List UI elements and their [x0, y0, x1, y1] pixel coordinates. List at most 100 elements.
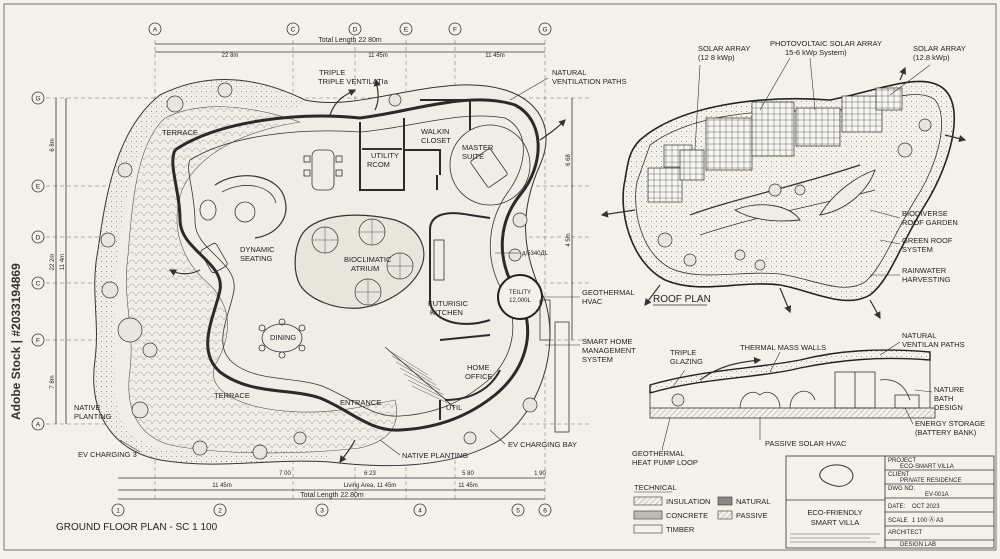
svg-text:Total Length 22 80m: Total Length 22 80m [318, 37, 382, 44]
ground-floor-plan: TERRACE TRIPLE VENTILATIа TRIPLE UTILITY… [56, 68, 636, 533]
svg-text:7 8m: 7 8m [50, 375, 56, 388]
callout-smart-home-3: SYSTEM [582, 355, 613, 364]
label-teility-1: TEILITY [509, 290, 531, 296]
section-energy-1: ENERGY STORAGE [915, 419, 985, 428]
svg-text:3: 3 [320, 508, 324, 515]
callout-native-left-2: PLANTING [74, 412, 112, 421]
legend-swatch-timber [633, 524, 663, 534]
roof-green-2: SYSTEM [902, 245, 933, 254]
label-dynamic-2: SEATING [240, 254, 273, 263]
svg-text:G: G [542, 27, 547, 34]
svg-text:6 8m: 6 8m [50, 138, 56, 151]
label-terrace-top: TERRACE [162, 128, 198, 137]
grid-bubbles-left: G E D C F A [31, 91, 45, 431]
tb-architect: DESIGN LAB [900, 542, 936, 548]
section-triple-1: TRIPLE [670, 348, 696, 357]
svg-text:F: F [453, 27, 457, 34]
svg-text:11 45m: 11 45m [458, 483, 478, 489]
tb-project: ECO-SMART VILLA [900, 464, 954, 470]
legend-title: TECHNICAL [634, 483, 677, 492]
svg-text:E: E [404, 27, 409, 34]
staircase [384, 346, 456, 409]
utility-walls [359, 99, 471, 191]
svg-text:G: G [35, 96, 40, 103]
callout-ev-charging-3: EV CHARGING 3 [78, 450, 137, 459]
svg-text:11 45m: 11 45m [368, 53, 388, 59]
callout-native-left-1: NATIVE [74, 403, 101, 412]
svg-text:4: 4 [418, 508, 422, 515]
tb-client-label: CLIENT [888, 472, 910, 478]
roof-solar-left-1: SOLAR ARRAY [698, 44, 750, 53]
callout-smart-home-1: SMART HOME [582, 337, 633, 346]
label-master-2: SUITE [462, 152, 484, 161]
tb-architect-label: ARCHITECT [888, 530, 923, 536]
technical-legend: TECHNICAL INSULATION CONCRETE TIMBER NAT… [633, 483, 770, 534]
terrace-decking [126, 106, 397, 454]
section-geo-loop-1: GEOTHERMAL [632, 449, 685, 458]
label-entrance: ENTRANCE [340, 398, 381, 407]
exterior-wall [171, 98, 540, 432]
building-section: TRIPLE GLAZING THERMAL MASS WALLS NATURA… [632, 331, 985, 467]
ev-charging-bay-slot [554, 321, 570, 433]
svg-text:11 45m: 11 45m [212, 483, 232, 489]
label-atrium-2: ATRIUM [351, 264, 379, 273]
svg-text:1: 1 [116, 508, 120, 515]
section-nature-1: NATURE [934, 385, 964, 394]
label-walkin-2: CLOSET [421, 136, 451, 145]
svg-text:C: C [36, 281, 41, 288]
label-master-1: MАSTER [462, 143, 494, 152]
svg-text:Total Length 22.80m: Total Length 22.80m [300, 492, 364, 499]
perimeter-plants [100, 82, 538, 460]
grid-bubbles-top: A C D E F G [148, 22, 552, 36]
master-suite-round [449, 124, 531, 206]
svg-text:5: 5 [516, 508, 520, 515]
roof-plan: SOLAR ARRAY (12 8 kWp) PHOTOVOLTAIC SOLA… [600, 39, 967, 320]
roof-solar-right-1: SOLAR АRRAY [913, 44, 966, 53]
svg-text:2: 2 [218, 508, 222, 515]
label-utility-2: RСOM [367, 160, 390, 169]
label-triple: TRIPLE [319, 68, 345, 77]
svg-text:22 2m: 22 2m [50, 254, 56, 271]
callout-natural-vent-2: VENTILATION PATHS [552, 77, 627, 86]
callout-geothermal-1: GEOTHERMAL [582, 288, 635, 297]
callout-native-planting: NATIVE PLANTING [402, 451, 468, 460]
section-nature-2: BATH [934, 394, 953, 403]
atrium-trees [311, 218, 414, 306]
legend-swatch-insulation [633, 496, 663, 506]
label-office-2: OFFICE [465, 372, 493, 381]
master-bed [470, 148, 508, 188]
roof-solar-right-2: (12.8 kWp) [913, 53, 950, 62]
section-nat-vent-1: NATURAL [902, 331, 936, 340]
roof-plan-title: ROOF PLAN [653, 294, 711, 305]
label-triple-ventilation: TRIPLE VENTILATIа [318, 77, 389, 86]
section-nat-vent-2: VENTILAN PATHS [902, 340, 965, 349]
svg-text:6: 6 [543, 508, 547, 515]
svg-text:22 8m: 22 8m [222, 53, 239, 59]
legend-swatch-passive [717, 510, 733, 520]
legend-natural: NATURAL [736, 497, 770, 506]
tb-scale: 1 100 Ⓐ A3 [912, 516, 944, 524]
svg-text:4 5m: 4 5m [566, 233, 572, 246]
tb-name-2: SMART VILLA [811, 518, 860, 527]
tb-dwg-label: DWG NO. [888, 486, 915, 492]
tb-name-1: ECO-FRIENDLY [807, 508, 862, 517]
section-passive-solar: PASSIVE SOLAR HVAC [765, 439, 847, 448]
teility-cistern [497, 274, 543, 320]
label-office-1: HOME [467, 363, 490, 372]
svg-text:7 00: 7 00 [279, 471, 291, 477]
roof-rainwater-2: HARVESTING [902, 275, 951, 284]
callout-geothermal-2: HVAC [582, 297, 603, 306]
label-dynamic-1: DYNAMIC [240, 245, 275, 254]
callout-smart-home-2: MANAGEMENT [582, 346, 636, 355]
roof-pv-1: PHOTOVOLTAIC SOLAR ARRAY [770, 39, 882, 48]
svg-text:E: E [36, 184, 41, 191]
watermark-side-text: Adobe Stock | #2033194869 [9, 263, 23, 420]
section-nature-3: DESIGN [934, 403, 963, 412]
kitchen-counter [433, 239, 445, 281]
roof-biodiverse-1: BIODIVERSE [902, 209, 948, 218]
svg-text:6 23: 6 23 [364, 471, 376, 477]
label-utility-1: UTILITY [371, 151, 399, 160]
label-teility-2: 12,000L [509, 298, 531, 304]
